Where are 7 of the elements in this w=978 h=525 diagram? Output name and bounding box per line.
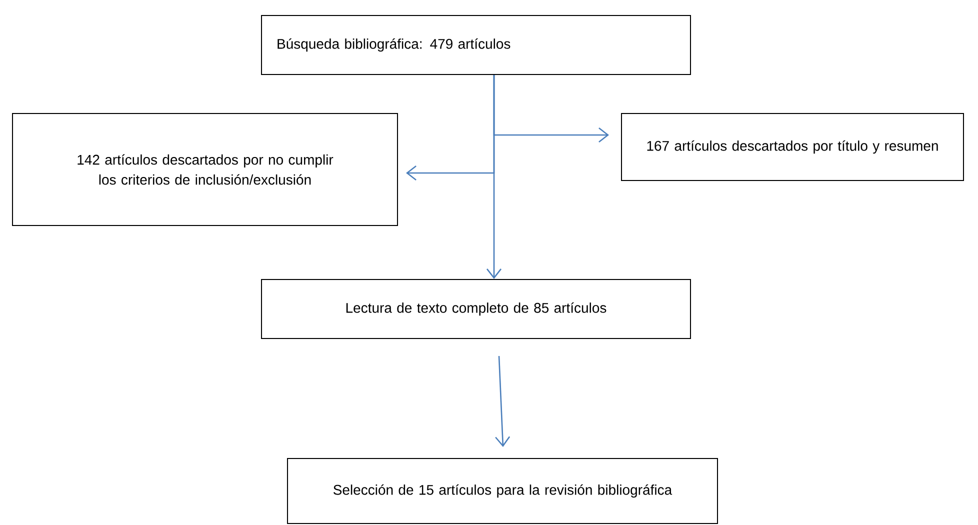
process-box: 167 artículos descartados por título y resumen	[621, 113, 964, 181]
arrow	[406, 75, 495, 181]
process-box: 142 artículos descartados por no cumplir los criterios de inclusión/exclusión	[12, 113, 398, 226]
arrow	[495, 356, 510, 447]
process-box: Selección de 15 artículos para la revisión bibliográfica	[287, 458, 718, 524]
process-box: Lectura de texto completo de 85 artículos	[261, 279, 691, 339]
process-box: Búsqueda bibliográfica: 479 artículos	[261, 15, 691, 75]
